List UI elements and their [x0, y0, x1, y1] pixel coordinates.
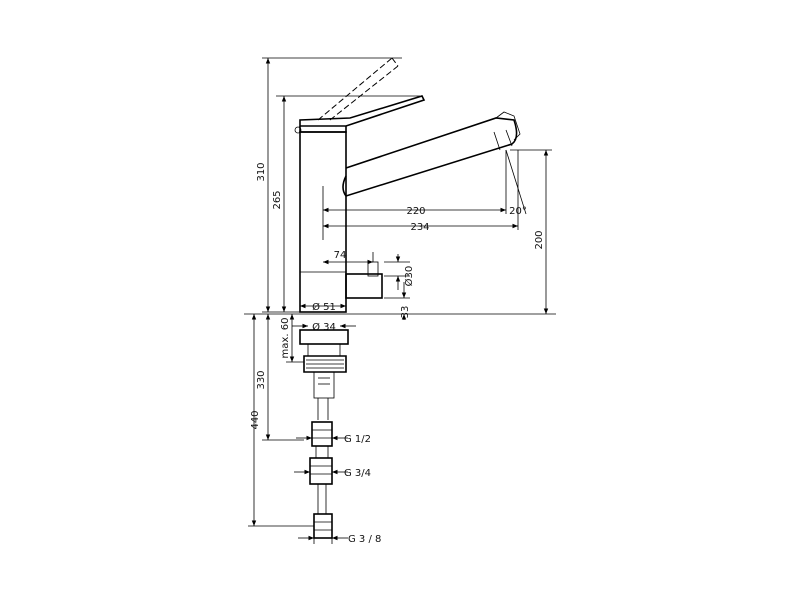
label-g38: G 3 / 8: [348, 534, 381, 545]
label-440: 440: [250, 410, 261, 429]
dimension-lines: [248, 57, 552, 544]
g38-connector: [313, 513, 333, 539]
label-g12: G 1/2: [344, 434, 371, 445]
label-g34: G 3/4: [344, 468, 371, 479]
label-200: 200: [534, 230, 545, 249]
label-max60: max. 60: [280, 318, 291, 359]
label-310: 310: [256, 162, 267, 181]
shutoff-valve: [345, 273, 383, 299]
label-d51: Ø 51: [312, 301, 336, 313]
label-d30: Ø30: [403, 266, 415, 287]
label-265: 265: [272, 190, 283, 209]
g12-connector: [311, 421, 333, 447]
faucet-lever: [299, 95, 426, 127]
lever-raised-outline: [317, 57, 399, 121]
label-d34: Ø 34: [312, 321, 336, 333]
faucet-spout: [342, 117, 518, 197]
label-330: 330: [256, 370, 267, 389]
label-74: 74: [334, 250, 347, 261]
faucet-body: [294, 57, 521, 313]
label-220: 220: [406, 206, 425, 217]
dimension-labels: 310 265 220 234 20° 200 74 Ø30 33 Ø 51 Ø…: [250, 162, 545, 545]
label-33: 33: [400, 306, 411, 319]
g34-connector: [309, 457, 333, 485]
label-234: 234: [410, 222, 429, 233]
mounting-assembly: [299, 329, 349, 539]
label-20-degrees: 20°: [509, 206, 527, 217]
